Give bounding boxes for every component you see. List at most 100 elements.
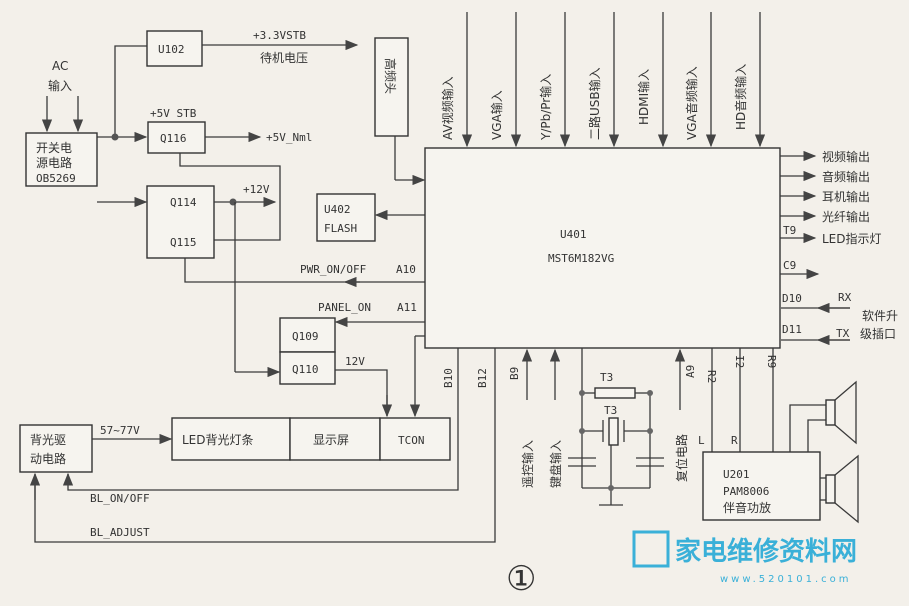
amp-desc-label: 伴音功放: [723, 500, 771, 515]
pin-b12: B12: [476, 368, 489, 388]
u402-line2: FLASH: [324, 222, 357, 235]
input-label: HD音频输入: [733, 64, 748, 130]
q109-label: Q109: [292, 330, 319, 343]
u401-label: U401: [560, 228, 587, 241]
tcon-label: TCON: [398, 434, 425, 447]
upgrade-label-2: 级插口: [860, 327, 896, 341]
input-label: HDMI输入: [636, 69, 651, 125]
rx-label: RX: [838, 291, 852, 304]
led-bar-box: [171, 417, 291, 461]
v12-label: +12V: [243, 183, 270, 196]
resistor: [594, 387, 636, 399]
pin-a9: A9: [684, 365, 697, 378]
a11-label: A11: [397, 301, 417, 314]
wire: [97, 45, 147, 138]
u102-label: U102: [158, 43, 185, 56]
q114-label: Q114: [170, 196, 197, 209]
chip-model-label: MST6M182VG: [548, 252, 614, 265]
v5stb-label: +5V STB: [150, 107, 197, 120]
t3-resistor-label: T3: [600, 371, 613, 384]
input-label: Y/Pb/Pr输入: [538, 74, 553, 141]
display-box: [289, 417, 381, 461]
right-outputs: 视频输出 音频输出 耳机输出 光纤输出 T9 LED指示灯 C9 D10 RX …: [780, 149, 898, 346]
power-box-line3: OB5269: [36, 172, 76, 185]
crystal-circuit: T3 T3: [568, 348, 664, 506]
wire: [179, 153, 281, 241]
wire: [807, 419, 826, 452]
ac-label: AC: [52, 59, 68, 73]
power-supply-box: [25, 132, 98, 187]
tx-label: TX: [836, 327, 850, 340]
key-input-label: 键盘输入: [548, 440, 563, 488]
output-label: 光纤输出: [822, 209, 870, 224]
pin-b9: B9: [508, 367, 521, 380]
wire: [335, 369, 388, 416]
display-label: 显示屏: [313, 433, 349, 447]
v5nml-label: +5V_Nml: [266, 131, 312, 144]
c9-label: C9: [783, 259, 796, 272]
output-label: 音频输出: [822, 169, 870, 184]
pin-b10: B10: [442, 368, 455, 388]
output-label: LED指示灯: [822, 231, 882, 246]
pin-r2: R2: [705, 370, 718, 383]
figure-number: ①: [506, 559, 536, 599]
reset-label: 复位电路: [674, 434, 689, 482]
upgrade-label-1: 软件升: [862, 309, 898, 323]
panel-on-label: PANEL_ON: [318, 301, 371, 314]
bl-on-off-label: BL_ON/OFF: [90, 492, 150, 505]
speaker-cone: [834, 380, 857, 445]
tcon-box: [379, 417, 451, 461]
output-label: 耳机输出: [822, 189, 870, 204]
speaker-icon: [825, 474, 836, 504]
backlight-driver-box: [19, 424, 93, 473]
input-label: VGA输入: [489, 90, 504, 140]
a10-label: A10: [396, 263, 416, 276]
speaker-cone: [834, 454, 859, 524]
power-box-line2: 源电路: [36, 155, 72, 170]
watermark-logo: 家电维修资料网: [675, 536, 857, 567]
d10-label: D10: [782, 292, 802, 305]
d11-label: D11: [782, 323, 802, 336]
q116-label: Q116: [160, 132, 187, 145]
top-inputs: AV视频输入 VGA输入 Y/Pb/Pr输入 二路USB输入 HDMI输入 VG…: [440, 12, 766, 148]
q115-label: Q115: [170, 236, 197, 249]
speaker-icon: [825, 399, 836, 426]
left-channel-label: L: [698, 434, 705, 447]
wire: [789, 404, 826, 452]
v33-desc: 待机电压: [260, 51, 308, 65]
q114-q115-box: [146, 185, 215, 259]
voltage-label: 57~77V: [100, 424, 140, 437]
q110-box: [279, 351, 336, 385]
v12b-label: 12V: [345, 355, 365, 368]
crystal: [608, 417, 619, 446]
pin-i2: I2: [733, 355, 746, 368]
power-box-line1: 开关电: [36, 141, 72, 155]
tuner-label: 高频头: [383, 58, 398, 94]
q110-label: Q110: [292, 363, 319, 376]
bl-adjust-wire: [34, 348, 496, 543]
u201-label: U201: [723, 468, 750, 481]
v33-label: +3.3VSTB: [253, 29, 306, 42]
u201-amp-box: [702, 451, 821, 521]
backlight-line2: 动电路: [30, 451, 66, 466]
bl-adjust-label: BL_ADJUST: [90, 526, 150, 539]
tuner-box: [374, 37, 409, 137]
right-channel-label: R: [731, 434, 738, 447]
q116-box: [147, 121, 206, 154]
u402-line1: U402: [324, 203, 351, 216]
remote-input-label: 遥控输入: [520, 440, 535, 488]
input-label: AV视频输入: [440, 76, 455, 140]
input-label: 二路USB输入: [587, 67, 602, 140]
t3-crystal-label: T3: [604, 404, 617, 417]
input-label: VGA音频输入: [684, 66, 699, 140]
watermark-url: www.520101.com: [720, 574, 852, 585]
led-bar-label: LED背光灯条: [182, 433, 254, 447]
ac-input-label: 输入: [48, 78, 72, 93]
u401-main-chip: [424, 147, 781, 349]
t9-label: T9: [783, 224, 796, 237]
junction-dot: [111, 133, 119, 141]
pin-r9: R9: [765, 355, 778, 368]
output-label: 视频输出: [822, 149, 870, 164]
